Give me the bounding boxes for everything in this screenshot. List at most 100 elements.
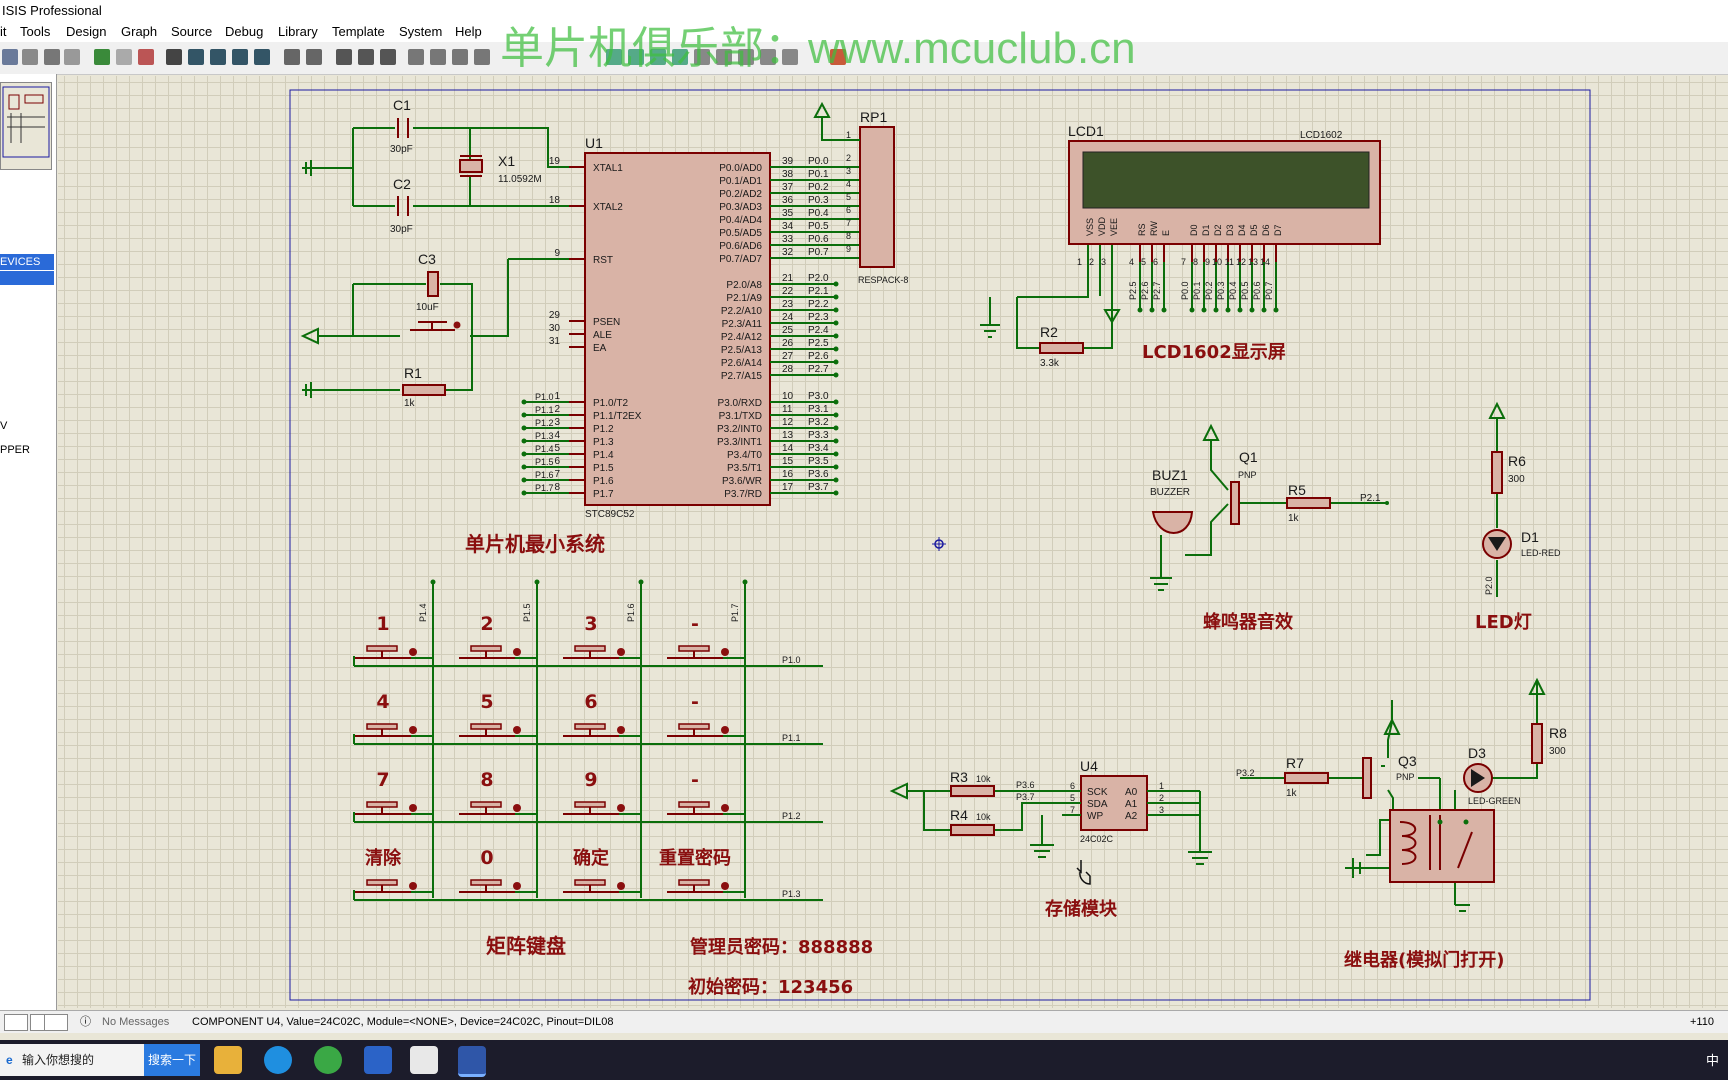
keypad-key[interactable]: 9 [563,769,641,815]
keypad-row-net-label: P1.0 [782,655,801,665]
block-delete-icon[interactable] [474,49,490,65]
p1-net-label: P1.3 [535,431,554,441]
block-rotate-icon[interactable] [452,49,468,65]
pick-device-icon[interactable] [606,49,622,65]
block-move-icon[interactable] [430,49,446,65]
ime-indicator[interactable]: 中 [1706,1053,1720,1068]
block-copy-icon[interactable] [408,49,424,65]
keypad-key[interactable]: - [667,769,745,815]
stop-button[interactable] [44,1014,68,1031]
search-tag-icon[interactable] [716,49,732,65]
package-tool-icon[interactable] [650,49,666,65]
origin-icon[interactable] [138,49,154,65]
menu-help[interactable]: Help [455,24,482,39]
keypad-key[interactable]: 确定 [563,847,641,893]
c3-capacitor-icon[interactable] [427,271,439,297]
edge-icon[interactable] [264,1046,292,1074]
overview-window[interactable] [0,82,52,170]
save-icon[interactable] [64,49,80,65]
search-app-icon[interactable] [364,1046,392,1074]
refresh-icon[interactable] [94,49,110,65]
zoom-area-icon[interactable] [254,49,270,65]
port-net-label: P3.5 [808,456,829,467]
q3-transistor-icon[interactable] [1362,757,1372,799]
keypad-key[interactable]: 清除 [355,847,433,893]
file-explorer-icon[interactable] [214,1046,242,1074]
pan-icon[interactable] [166,49,182,65]
r6-resistor-icon[interactable] [1491,451,1503,494]
menu-debug[interactable]: Debug [225,24,264,39]
paste-icon[interactable] [380,49,396,65]
taskbar-search[interactable]: e 输入你想搜的 [0,1044,144,1076]
net-terminal [638,579,644,585]
zoom-all-icon[interactable] [232,49,248,65]
print-icon[interactable] [44,49,60,65]
wire-autoroute-icon[interactable] [694,49,710,65]
copy-icon[interactable] [358,49,374,65]
remove-sheet-icon[interactable] [782,49,798,65]
keypad-key[interactable]: 重置密码 [659,847,745,893]
cut-icon[interactable] [336,49,352,65]
q1-transistor-icon[interactable] [1230,481,1240,525]
crystal-icon[interactable] [459,159,483,173]
make-device-icon[interactable] [628,49,644,65]
new-icon[interactable] [2,49,18,65]
ground-icon [980,297,1000,338]
messages-status[interactable]: No Messages [102,1016,170,1028]
menu-template[interactable]: Template [332,24,385,39]
menu-edit[interactable]: it [0,24,7,39]
keypad-key[interactable]: 4 [355,691,433,737]
device-list-item[interactable]: V [0,420,8,432]
menu-design[interactable]: Design [66,24,107,39]
menu-system[interactable]: System [399,24,443,39]
keypad-key[interactable]: - [667,613,745,659]
power-arrow-icon [300,327,319,345]
keypad-key[interactable]: 2 [459,613,537,659]
r8-resistor-icon[interactable] [1531,723,1543,764]
property-tool-icon[interactable] [738,49,754,65]
keypad-key[interactable]: 3 [563,613,641,659]
keypad-key[interactable]: 8 [459,769,537,815]
menu-graph[interactable]: Graph [121,24,158,39]
open-icon[interactable] [22,49,38,65]
new-sheet-icon[interactable] [760,49,776,65]
r3-resistor-icon[interactable] [950,785,995,797]
keypad-key[interactable]: 6 [563,691,641,737]
menu-tools[interactable]: Tools [20,24,51,39]
keypad-key[interactable]: 1 [355,613,433,659]
buzzer-icon[interactable] [1151,511,1194,534]
menu-library[interactable]: Library [278,24,318,39]
u4-body[interactable] [1080,775,1148,831]
q3-type: PNP [1396,772,1415,782]
r7-resistor-icon[interactable] [1284,772,1329,784]
keypad-key[interactable]: - [667,691,745,737]
r4-resistor-icon[interactable] [950,824,995,836]
ares-icon[interactable] [830,49,846,65]
decompose-icon[interactable] [672,49,688,65]
keypad-key[interactable]: 5 [459,691,537,737]
device-selected-item[interactable] [0,271,54,285]
r5-resistor-icon[interactable] [1286,497,1331,509]
play-button[interactable] [4,1014,28,1031]
r1-resistor-icon[interactable] [402,384,446,396]
r2-resistor-icon[interactable] [1039,342,1084,354]
device-list-item[interactable]: PPER [0,444,30,456]
browser-icon[interactable] [314,1046,342,1074]
keypad-key[interactable]: 7 [355,769,433,815]
keypad-key[interactable]: 0 [459,847,537,893]
redo-icon[interactable] [306,49,322,65]
media-app-icon[interactable] [410,1046,438,1074]
isis-app-icon[interactable] [458,1046,486,1077]
rp1-body[interactable] [859,126,895,268]
undo-icon[interactable] [284,49,300,65]
u4-pin-number: 2 [1159,793,1164,803]
menu-source[interactable]: Source [171,24,213,39]
grid-icon[interactable] [116,49,132,65]
reset-button-icon[interactable] [410,321,455,331]
mcu-pin-name: RST [593,255,613,266]
schematic-drawing[interactable]: U1 STC89C52 19XTAL118XTAL29RST29PSEN30AL… [0,0,1728,1010]
search-button[interactable]: 搜索一下 [144,1044,200,1076]
zoom-out-icon[interactable] [210,49,226,65]
mcu-body[interactable] [584,152,771,506]
zoom-in-icon[interactable] [188,49,204,65]
